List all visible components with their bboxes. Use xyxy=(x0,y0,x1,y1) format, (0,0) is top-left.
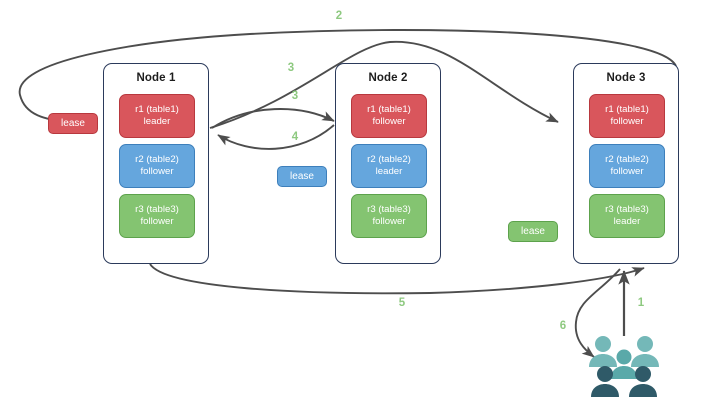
node-1-replica-r2-name: r2 (table2) xyxy=(135,154,179,165)
node-2-replica-r2-name: r2 (table2) xyxy=(367,154,411,165)
edge-5-node1-to-node3 xyxy=(149,263,645,295)
node-1[interactable]: Node 1 r1 (table1) leader r2 (table2) fo… xyxy=(103,63,209,264)
node-2-replica-r3-role: follower xyxy=(372,216,406,227)
users-icon xyxy=(589,336,659,397)
node-3-title: Node 3 xyxy=(606,72,646,84)
node-2-replica-r1-role: follower xyxy=(372,116,406,127)
node-2-replica-r3-name: r3 (table3) xyxy=(367,204,411,215)
lease-table1[interactable]: lease xyxy=(48,113,98,134)
node-1-title: Node 1 xyxy=(136,72,176,84)
lease-table2[interactable]: lease xyxy=(277,166,327,187)
lease-table3[interactable]: lease xyxy=(508,221,558,242)
edge-label-3b: 3 xyxy=(291,90,299,102)
node-2[interactable]: Node 2 r1 (table1) follower r2 (table2) … xyxy=(335,63,441,264)
edge-3-node1-to-node2 xyxy=(211,108,335,129)
node-1-replica-r2[interactable]: r2 (table2) follower xyxy=(119,144,195,188)
node-3-replica-r3-role: leader xyxy=(613,216,641,227)
node-1-replica-r1[interactable]: r1 (table1) leader xyxy=(119,94,195,138)
node-1-replica-r2-role: follower xyxy=(140,166,174,177)
node-1-replica-r3[interactable]: r3 (table3) follower xyxy=(119,194,195,238)
node-2-title: Node 2 xyxy=(368,72,408,84)
node-1-replica-r3-role: follower xyxy=(140,216,174,227)
edge-label-5: 5 xyxy=(398,297,406,309)
node-3-replica-r2-role: follower xyxy=(610,166,644,177)
node-2-replica-r3[interactable]: r3 (table3) follower xyxy=(351,194,427,238)
node-3-replica-r1[interactable]: r1 (table1) follower xyxy=(589,94,665,138)
edge-4-node2-to-node1 xyxy=(217,124,335,150)
node-1-replica-r1-name: r1 (table1) xyxy=(135,104,179,115)
node-3-replica-r3[interactable]: r3 (table3) leader xyxy=(589,194,665,238)
users-icon-center-person xyxy=(611,349,637,379)
node-3-replica-r3-name: r3 (table3) xyxy=(605,204,649,215)
node-2-replica-r2[interactable]: r2 (table2) leader xyxy=(351,144,427,188)
node-3-replica-r2-name: r2 (table2) xyxy=(605,154,649,165)
edge-label-6: 6 xyxy=(559,320,567,332)
node-3-replica-r2[interactable]: r2 (table2) follower xyxy=(589,144,665,188)
node-2-replica-r1-name: r1 (table1) xyxy=(367,104,411,115)
edge-label-4: 4 xyxy=(291,131,299,143)
node-3-replica-r1-name: r1 (table1) xyxy=(605,104,649,115)
node-3[interactable]: Node 3 r1 (table1) follower r2 (table2) … xyxy=(573,63,679,264)
users-icon-front-row xyxy=(591,366,657,397)
node-3-replica-r1-role: follower xyxy=(610,116,644,127)
edge-label-3a: 3 xyxy=(287,62,295,74)
node-2-replica-r2-role: leader xyxy=(375,166,403,177)
node-1-replica-r3-name: r3 (table3) xyxy=(135,204,179,215)
node-1-replica-r1-role: leader xyxy=(143,116,171,127)
edge-label-1: 1 xyxy=(637,297,645,309)
edge-label-2: 2 xyxy=(335,10,343,22)
node-2-replica-r1[interactable]: r1 (table1) follower xyxy=(351,94,427,138)
